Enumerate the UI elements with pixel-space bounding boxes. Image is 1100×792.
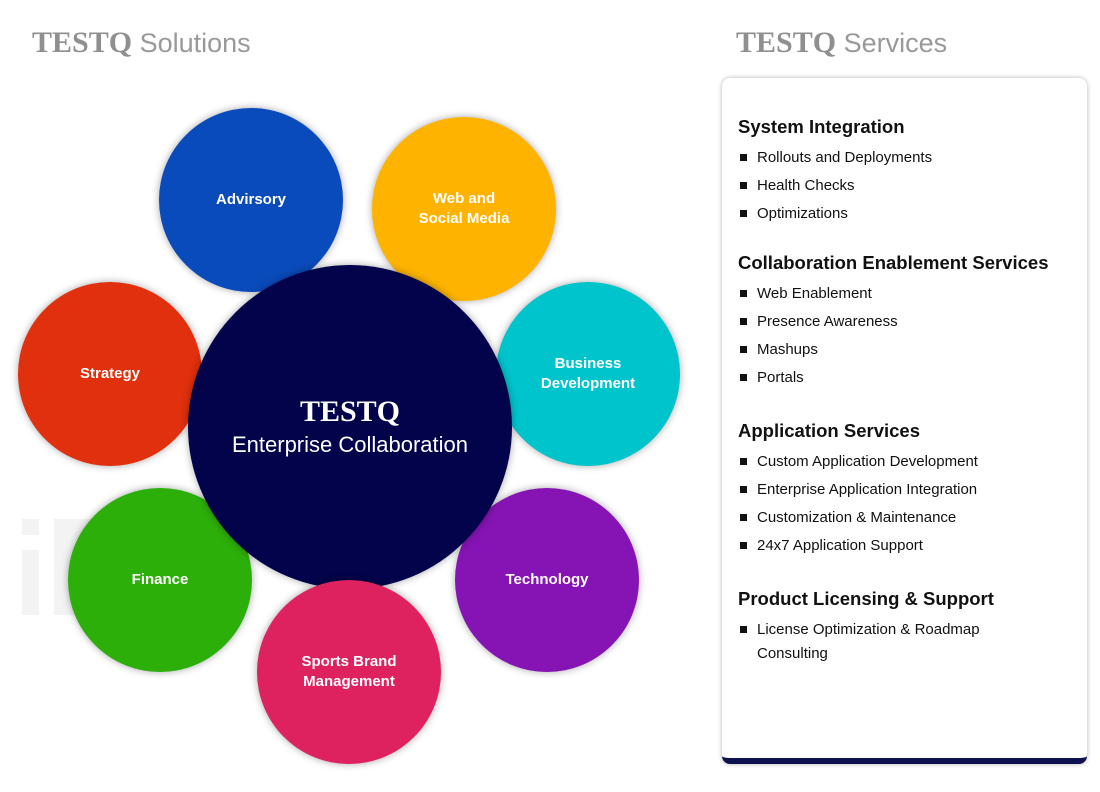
node-technology: Technology xyxy=(455,488,639,672)
service-item: Enterprise Application Integration xyxy=(738,478,1087,502)
brand-text: TESTQ xyxy=(32,26,133,59)
services-title: TESTQ Services xyxy=(736,26,947,60)
center-subtitle: Enterprise Collaboration xyxy=(231,432,469,457)
service-item: 24x7 Application Support xyxy=(738,534,1087,558)
title-text: Services xyxy=(843,28,948,58)
node-label: Finance xyxy=(131,571,189,588)
node-label: Sports Brand Management xyxy=(301,653,397,690)
node-label: Advirsory xyxy=(215,191,287,208)
center-circle: TESTQ Enterprise Collaboration xyxy=(188,265,512,589)
service-item: Customization & Maintenance xyxy=(738,506,1087,530)
brand-text: TESTQ xyxy=(736,26,837,59)
service-item: Optimizations xyxy=(738,202,1087,226)
watermark-mark xyxy=(22,550,39,615)
node-label: Web and Social Media xyxy=(418,190,510,227)
service-item: Presence Awareness xyxy=(738,310,1087,334)
service-item: Portals xyxy=(738,366,1087,390)
service-heading: System Integration xyxy=(738,116,905,137)
node-sports-brand-management: Sports Brand Management xyxy=(257,580,441,764)
service-item: Rollouts and Deployments xyxy=(738,146,1087,170)
service-heading: Application Services xyxy=(738,420,920,441)
node-label: Business Development xyxy=(540,355,636,392)
service-heading: Product Licensing & Support xyxy=(738,588,994,609)
title-text: Solutions xyxy=(139,28,251,58)
service-item: Mashups xyxy=(738,338,1087,362)
service-item: Custom Application Development xyxy=(738,450,1087,474)
node-business-development: Business Development xyxy=(496,282,680,466)
service-heading: Collaboration Enablement Services xyxy=(738,252,1049,273)
node-web-and-social-media: Web and Social Media xyxy=(372,117,556,301)
solutions-title: TESTQ Solutions xyxy=(32,26,251,60)
node-label: Technology xyxy=(505,571,589,588)
center-brand: TESTQ xyxy=(299,395,401,428)
node-strategy: Strategy xyxy=(18,282,202,466)
service-item: Health Checks xyxy=(738,174,1087,198)
service-item: License Optimization & Roadmap Consultin… xyxy=(738,618,1007,666)
node-label: Strategy xyxy=(79,365,141,382)
service-item: Web Enablement xyxy=(738,282,1087,306)
node-advirsory: Advirsory xyxy=(159,108,343,292)
watermark-mark xyxy=(22,519,39,535)
